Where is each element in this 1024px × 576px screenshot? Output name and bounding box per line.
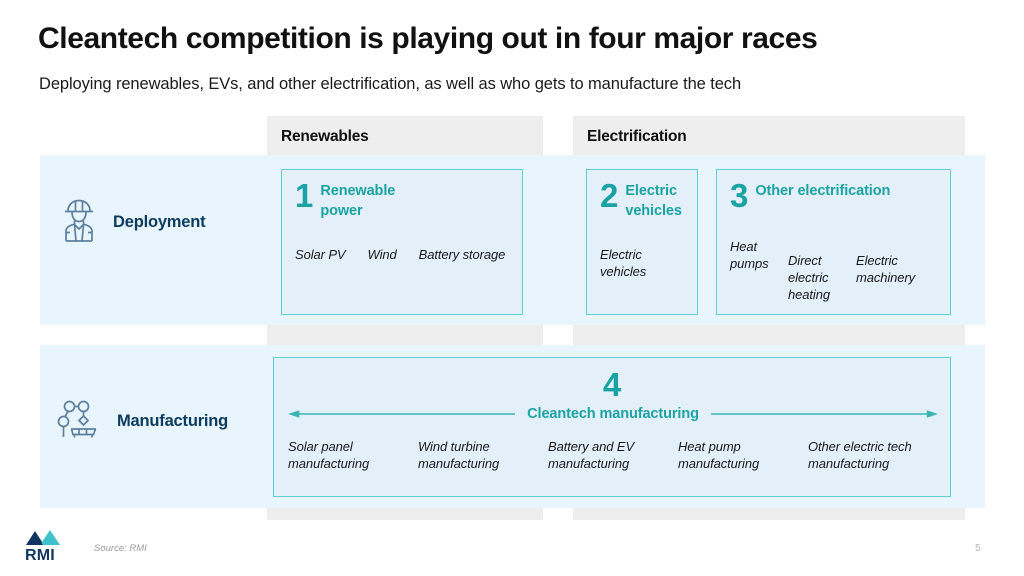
page-subtitle: Deploying renewables, EVs, and other ele… [39, 75, 742, 93]
card-header: 1 Renewable power [282, 170, 522, 221]
card-title: Electric vehicles [625, 183, 682, 219]
list-item: Electric vehicles [600, 247, 647, 279]
column-header-electrification: Electrification [587, 128, 687, 145]
page-title: Cleantech competition is playing out in … [38, 22, 818, 55]
source-note: Source: RMI [94, 543, 147, 554]
card-title: Other electrification [755, 183, 891, 199]
card-arrow-row: Cleantech manufacturing [288, 406, 939, 422]
card-number: 4 [602, 366, 622, 403]
row-label-deployment-text: Deployment [113, 213, 206, 231]
list-item: Wind [367, 247, 397, 262]
row-label-manufacturing-text: Manufacturing [117, 412, 229, 430]
list-item: Battery storage [418, 247, 506, 262]
card-header: 2 Electric vehicles [587, 170, 697, 221]
svg-text:RMI: RMI [25, 547, 55, 563]
list-item: Heat pumps [730, 239, 769, 271]
list-item: Direct electric heating [788, 253, 830, 302]
card-header: 3 Other electrification [717, 170, 950, 214]
card-number: 2 [600, 177, 619, 214]
worker-hardhat-icon [57, 196, 101, 249]
rmi-logo: RMI [24, 529, 76, 564]
list-item: Electric machinery [856, 253, 916, 285]
list-item: Battery and EV manufacturing [548, 439, 635, 471]
card-electric-vehicles[interactable]: 2 Electric vehicles Electric vehicles [586, 169, 698, 315]
list-item: Heat pump manufacturing [678, 439, 760, 471]
card-cleantech-manufacturing[interactable]: 4 Cleantech manufacturing Solar panel ma… [273, 357, 951, 497]
card-item-list: Solar PV Wind Battery storage [295, 246, 505, 263]
robot-arm-icon [55, 396, 105, 447]
card-other-electrification[interactable]: 3 Other electrification Heat pumps Direc… [716, 169, 951, 315]
row-label-manufacturing: Manufacturing [55, 396, 228, 447]
list-item: Solar PV [295, 247, 346, 262]
card-item-list: Electric vehicles [600, 246, 686, 280]
page-number: 5 [975, 543, 981, 554]
card-title: Renewable power [320, 183, 396, 219]
list-item: Other electric tech manufacturing [808, 439, 912, 471]
card-renewable-power[interactable]: 1 Renewable power Solar PV Wind Battery … [281, 169, 523, 315]
arrow-left-icon [288, 410, 515, 418]
column-header-renewables: Renewables [281, 128, 369, 145]
card-title: Cleantech manufacturing [527, 406, 699, 422]
arrow-right-icon [711, 410, 939, 418]
card-item-list: Solar panel manufacturing Wind turbine m… [288, 438, 938, 472]
list-item: Wind turbine manufacturing [418, 439, 500, 471]
card-number: 1 [295, 177, 314, 214]
list-item: Solar panel manufacturing [288, 439, 370, 471]
card-item-list: Heat pumps Direct electric heating Elect… [730, 238, 936, 303]
row-label-deployment: Deployment [57, 196, 206, 249]
card-number: 3 [730, 177, 749, 214]
